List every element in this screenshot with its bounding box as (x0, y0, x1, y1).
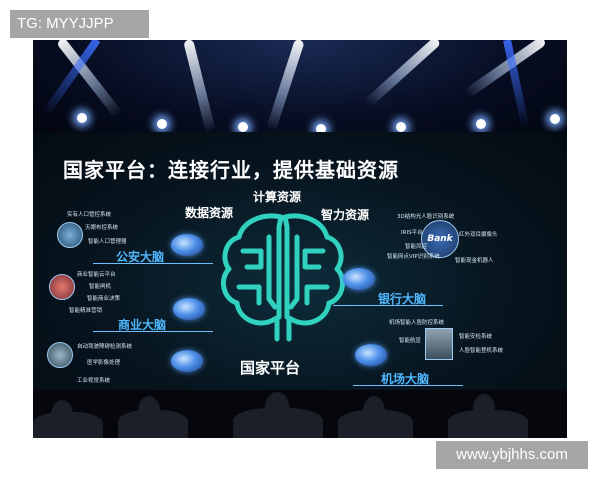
audience-silhouettes (33, 390, 567, 438)
compute-resource-label: 计算资源 (253, 190, 302, 204)
police-item: 实有人口管控系统 (67, 212, 112, 218)
commerce-item: 智能精准营销 (69, 308, 103, 314)
national-platform-label: 国家平台 (240, 359, 301, 377)
police-item: 天眼布控系统 (85, 225, 119, 231)
bank-item: 智能现金机器人 (455, 258, 494, 264)
industry-item: 医学影像处理 (87, 360, 121, 366)
industry-thumbnail (47, 342, 73, 368)
commerce-item: 智能闸机 (89, 284, 112, 290)
airport-item: 智能航显 (399, 338, 422, 344)
watermark-tag: TG: MYYJJPP (10, 10, 149, 38)
stage-light (157, 119, 167, 129)
airport-item: 智能安检系统 (459, 334, 493, 340)
commerce-brain-icon (173, 298, 205, 320)
slide-title: 国家平台：连接行业，提供基础资源 (63, 158, 399, 182)
brain-icon (220, 213, 346, 342)
airport-thumbnail (425, 328, 453, 360)
conference-photo: 国家平台：连接行业，提供基础资源 计算资源 数据资源 智力资源 国家平台 实有人… (33, 40, 567, 438)
police-item: 智能人口管理器 (88, 239, 127, 245)
stage-light (396, 122, 406, 132)
commerce-brain-label: 商业大脑 (118, 318, 167, 332)
intelligence-resource-label: 智力资源 (321, 208, 370, 222)
airport-brain-label: 机场大脑 (381, 372, 430, 386)
bank-item: 红外双目摄像头 (459, 232, 498, 238)
industry-brain-icon (171, 350, 203, 372)
commerce-thumbnail (49, 274, 75, 300)
spotlight-beam (265, 40, 305, 132)
commerce-underline (93, 331, 213, 332)
spotlight-beam (364, 40, 442, 108)
bank-logo: Bank (421, 220, 459, 258)
bank-item: 3D结构光人脸识别系统 (397, 214, 455, 220)
police-brain-icon (171, 234, 203, 256)
airport-item: 人脸智能登机系统 (459, 348, 504, 354)
airport-underline (353, 385, 463, 386)
industry-item: 工业视觉系统 (77, 378, 111, 384)
spotlight-beam (183, 40, 216, 134)
stage-light (316, 124, 326, 134)
bank-item: 智能网点VIP识别系统 (387, 254, 440, 260)
police-brain-label: 公安大脑 (116, 250, 165, 264)
industry-item: 自动驾驶障碍检测系统 (77, 344, 133, 350)
presentation-screen: 国家平台：连接行业，提供基础资源 计算资源 数据资源 智力资源 国家平台 实有人… (33, 132, 567, 412)
commerce-item: 商业智能云平台 (77, 272, 116, 278)
stage-light (476, 119, 486, 129)
bank-item: 智能风控 (405, 244, 428, 250)
police-underline (93, 263, 213, 264)
stage-lighting (33, 40, 567, 135)
stage-light (77, 113, 87, 123)
watermark-site: www.ybjhhs.com (436, 441, 588, 469)
bank-brain-label: 银行大脑 (378, 292, 427, 306)
stage-light (238, 122, 248, 132)
data-resource-label: 数据资源 (185, 206, 234, 220)
bank-brain-icon (343, 268, 375, 290)
airport-brain-icon (355, 344, 387, 366)
bank-underline (333, 305, 443, 306)
bank-item: IRIS平台 (401, 230, 423, 236)
airport-item: 机场智能人脸防控系统 (389, 320, 445, 326)
commerce-item: 智能商业决策 (87, 296, 121, 302)
police-thumbnail (57, 222, 83, 248)
stage-light (550, 114, 560, 124)
